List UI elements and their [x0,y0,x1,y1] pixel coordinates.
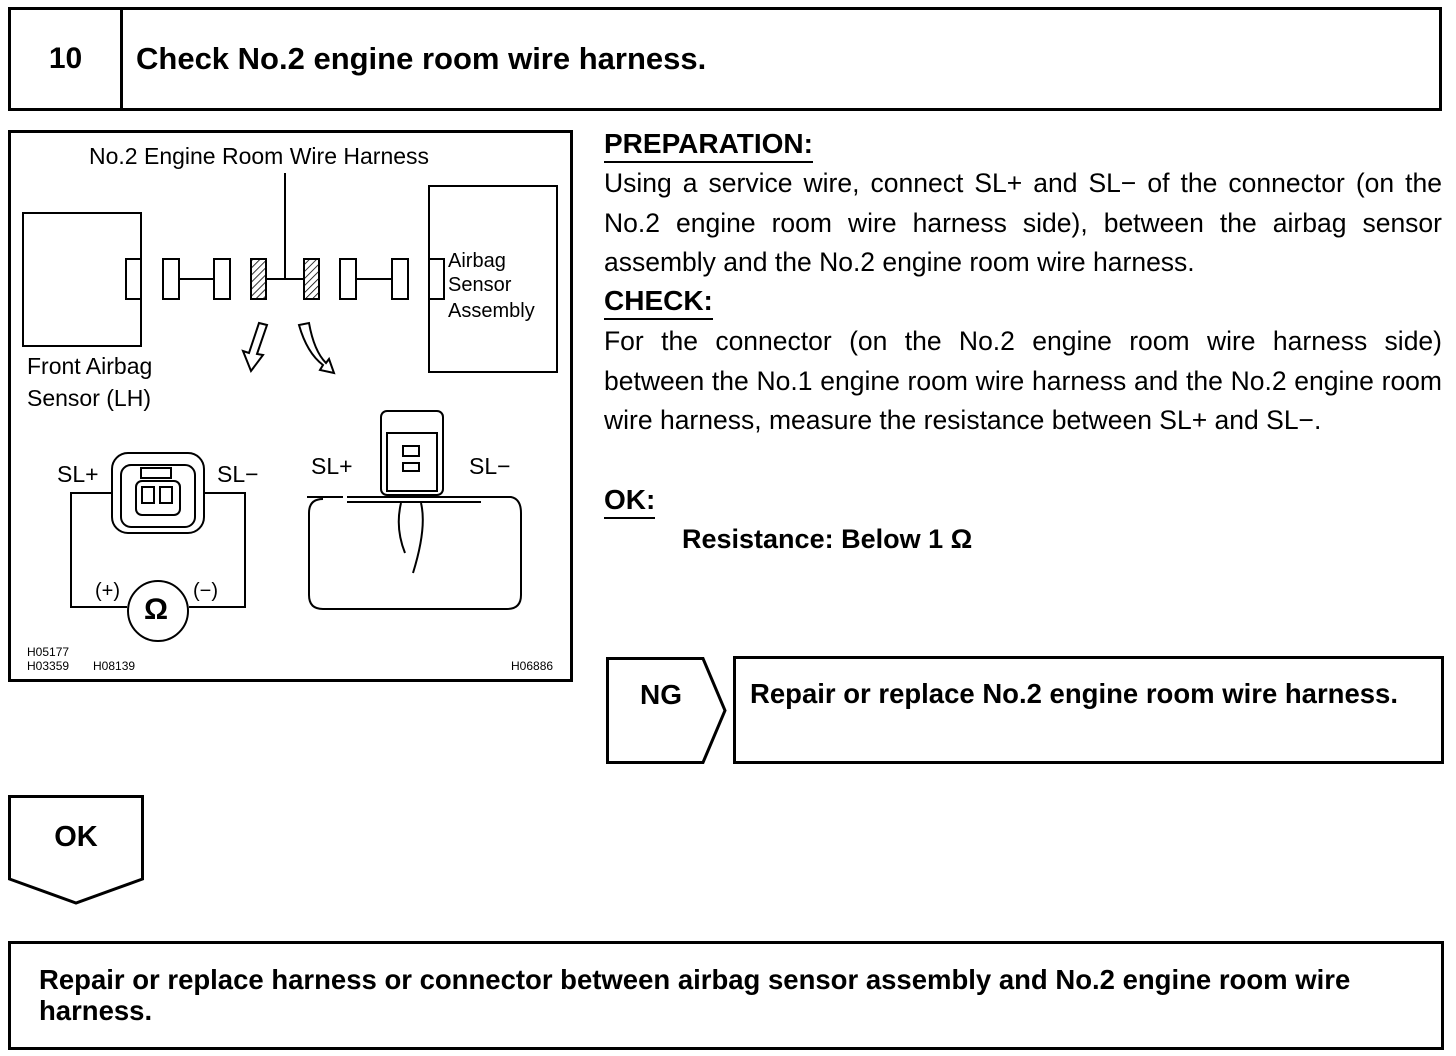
wiring-diagram: No.2 Engine Room Wire Harness Front Airb… [8,130,573,682]
step-number: 10 [11,10,123,108]
harness-connector-right [303,258,320,300]
preparation-text: Using a service wire, connect SL+ and SL… [604,168,1442,277]
figure-code-4: H06886 [511,659,554,673]
front-sensor-connector [125,258,142,300]
connector-d [391,258,409,300]
ok-label: OK [54,821,98,853]
connector-c [339,258,357,300]
preparation-heading: PREPARATION: [604,128,813,163]
front-airbag-sensor-box [22,212,142,347]
ok-action-box: Repair or replace harness or connector b… [8,941,1444,1050]
figure-code-1: H05177 [27,645,70,659]
arrow-down-left [241,321,269,374]
assembly-label-line3: Assembly [448,300,535,322]
left-circuit-wire [70,492,127,608]
left-sl-plus-label: SL+ [57,461,99,487]
ok-resistance-spec: Resistance: Below 1 Ω [682,524,973,554]
ohmmeter-circle [127,580,189,642]
diagram-drawing [22,173,558,642]
connector-a [162,258,180,300]
ok-pentagon [8,795,144,905]
minus-terminal-label: (−) [193,580,218,602]
ok-action-text: Repair or replace harness or connector b… [39,964,1351,1026]
arrow-down-right [297,321,336,375]
front-sensor-label-line1: Front Airbag [27,353,153,379]
front-sensor-label-line2: Sensor (LH) [27,385,151,411]
ohm-symbol: Ω [144,593,169,626]
assembly-label-line1: Airbag [448,250,506,272]
plus-terminal-label: (+) [95,580,120,602]
check-heading: CHECK: [604,285,713,320]
assembly-connector [428,258,445,300]
service-wire-loop [307,496,522,610]
right-sl-plus-label: SL+ [311,453,353,479]
figure-code-3: H08139 [93,659,136,673]
figure-code-2: H03359 [27,659,70,673]
harness-label: No.2 Engine Room Wire Harness [89,143,430,169]
ok-heading: OK: [604,484,656,519]
ng-label: NG [640,678,682,710]
connector-b [213,258,231,300]
assembly-label-line2: Sensor [448,274,512,296]
ng-action-box: Repair or replace No.2 engine room wire … [733,656,1444,764]
left-sl-minus-label: SL− [217,461,259,487]
step-header: 10 Check No.2 engine room wire harness. [8,7,1442,111]
ng-pentagon [606,657,727,764]
step-title: Check No.2 engine room wire harness. [136,41,707,76]
ng-action-text: Repair or replace No.2 engine room wire … [750,678,1398,709]
back-view-connector-outline [380,410,444,496]
harness-connector-left [250,258,267,300]
right-sl-minus-label: SL− [469,453,511,479]
check-text: For the connector (on the No.2 engine ro… [604,326,1442,435]
